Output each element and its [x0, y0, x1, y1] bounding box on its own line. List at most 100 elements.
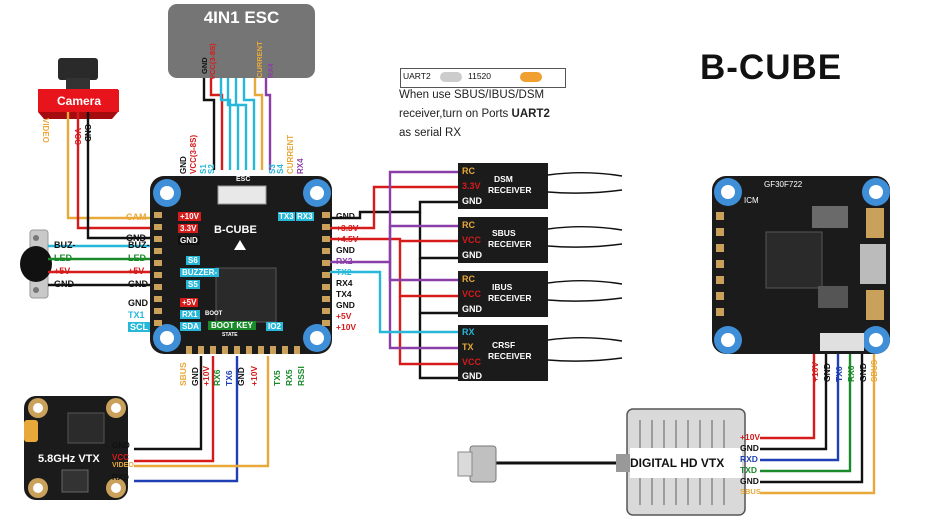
crsf-pin-tx: TX: [462, 342, 474, 352]
fc-right-45v: +4.5V: [336, 234, 359, 244]
side-fc-wire-tx6: TX6: [834, 366, 844, 382]
fc-in-s6: S6: [186, 256, 200, 265]
fc-right-tx4: TX4: [336, 289, 352, 299]
sbus-name1: SBUS: [492, 228, 516, 238]
vtx-wires: [134, 356, 270, 483]
fc-board-title: B-CUBE: [214, 224, 257, 236]
ibus-name2: RECEIVER: [488, 293, 532, 303]
fc-left-buz: BUZ-: [54, 240, 76, 250]
fc-state: STATE: [222, 332, 238, 338]
hdvtx-pin-rxd: RXD: [740, 454, 758, 464]
fc-right-10v: +10V: [336, 322, 357, 332]
side-fc-wire-gnd: GND: [822, 363, 832, 382]
vtx58-pin-rxd: RXD: [112, 473, 129, 482]
fc-bot-10v2: +10V: [249, 365, 259, 386]
sbus-pin-vcc: VCC: [462, 235, 482, 245]
side-flight-controller: [712, 176, 890, 354]
hdvtx-title: DIGITAL HD VTX: [630, 456, 725, 470]
uart-baud-value: 11520: [468, 71, 492, 81]
crsf-pin-rx: RX: [462, 327, 475, 337]
dsm-name2: RECEIVER: [488, 185, 532, 195]
camera-wire-gnd: GND: [83, 124, 92, 142]
buzzer-wire-led: LED: [128, 253, 146, 263]
fc-in-33v: 3.3V: [178, 224, 199, 233]
fc-left-scl: SCL: [128, 322, 150, 332]
dsm-name1: DSM: [494, 174, 513, 184]
fc-left-led: LED: [54, 253, 72, 263]
esc-wire-vcc: VCC(3-8S): [208, 43, 217, 80]
fc-in-s5: S5: [186, 280, 200, 289]
crsf-name1: CRSF: [492, 340, 516, 350]
fc-bot-rx6: RX6: [212, 369, 222, 386]
fc-left-gnd1: GND: [126, 233, 146, 243]
esc-wire-rx4: RX4: [266, 63, 275, 78]
fc-in-rx1: RX1: [180, 310, 200, 319]
esc-wire-current: CURRENT: [255, 41, 264, 78]
hd-antenna: [457, 445, 616, 483]
fc-bot-sbus: SBUS: [178, 362, 188, 386]
fc-in-5v: +5V: [180, 298, 199, 307]
fc-boot-key[interactable]: BOOT KEY: [208, 321, 256, 330]
dsm-pin-rc: RC: [462, 166, 475, 176]
fc-in-10v: +10V: [178, 212, 201, 221]
uart-toggle-off[interactable]: [440, 72, 462, 82]
ibus-pin-vcc: VCC: [462, 289, 482, 299]
fc-esc-label: ESC: [236, 176, 251, 183]
uart-toggle-on[interactable]: [520, 72, 542, 82]
sbus-receiver-box: [458, 217, 548, 263]
fc-in-sda: SDA: [180, 322, 201, 331]
vtx58-pin-video: VIDEO: [112, 462, 134, 469]
fc-bot-tx6: TX6: [224, 370, 234, 386]
vtx58-pin-vcc: VCC: [112, 453, 129, 462]
hdvtx-pin-gnd: GND: [740, 443, 759, 453]
fc-bot-rssi: RSSI: [296, 366, 306, 386]
buzzer-wires: [48, 244, 158, 287]
fc-io2: IO2: [266, 322, 283, 331]
sbus-pin-gnd: GND: [462, 250, 482, 260]
fc-bot-rx5: RX5: [284, 369, 294, 386]
buzzer-led: [20, 229, 52, 299]
ibus-pin-rc: RC: [462, 274, 475, 284]
vtx58-pin-gnd: GND: [112, 441, 130, 450]
uart-note-line1: When use SBUS/IBUS/DSM: [399, 89, 545, 101]
buzzer-wire-gnd: GND: [128, 279, 148, 289]
side-fc-wire-sbus: SBUS: [870, 359, 879, 382]
side-fc-wire-10v: +10V: [810, 361, 820, 382]
sbus-pin-rc: RC: [462, 220, 475, 230]
uart-note-line2: receiver,turn on Ports: [399, 108, 509, 120]
dsm-pin-33v: 3.3V: [462, 181, 481, 191]
fc-in-gnd: GND: [178, 236, 200, 245]
hdvtx-pin-txd: TXD: [740, 465, 757, 475]
camera-wire-video: VIDEO: [41, 118, 50, 143]
receiver-wires: [330, 170, 460, 380]
fc-in-tx3: TX3: [278, 212, 295, 221]
fc-left-tx1: TX1: [128, 310, 145, 320]
vtx-58-board: [24, 396, 128, 500]
fc-bot-10v: +10V: [201, 365, 211, 386]
sbus-name2: RECEIVER: [488, 239, 532, 249]
crsf-name2: RECEIVER: [488, 351, 532, 361]
fc-right-gnd: GND: [336, 211, 355, 221]
fc-right-33v: +3.3V: [336, 223, 359, 233]
fc-left-5v: +5V: [54, 266, 71, 276]
uart-note-bold: UART2: [511, 108, 550, 120]
dsm-pin-gnd: GND: [462, 196, 482, 206]
buzzer-wire-buz: BUZ-: [128, 240, 150, 250]
uart-note-line2-wrap: receiver,turn on Ports UART2: [399, 105, 599, 124]
fc-right-rx4: RX4: [336, 278, 353, 288]
hdvtx-pin-sbus: SBUS: [740, 487, 761, 496]
ibus-pin-gnd: GND: [462, 304, 482, 314]
receiver-antennas: [547, 172, 623, 362]
fc-left-gnd3: GND: [128, 298, 148, 308]
hdvtx-pin-gnd2: GND: [740, 476, 759, 486]
crsf-pin-gnd: GND: [462, 371, 482, 381]
buzzer-wire-5v: +5V: [128, 266, 145, 276]
fc-right-rx2: RX2: [336, 256, 353, 266]
fc-bot-gnd: GND: [190, 367, 200, 386]
esc-wires: [202, 70, 272, 170]
fc-in-buzzer: BUZZER-: [180, 268, 220, 277]
side-fc-icm: ICM: [744, 196, 759, 205]
fc-right-tx2: TX2: [336, 267, 352, 277]
fc-top-rx4: RX4: [296, 158, 305, 174]
side-fc-chip: GF30F722: [764, 180, 803, 189]
